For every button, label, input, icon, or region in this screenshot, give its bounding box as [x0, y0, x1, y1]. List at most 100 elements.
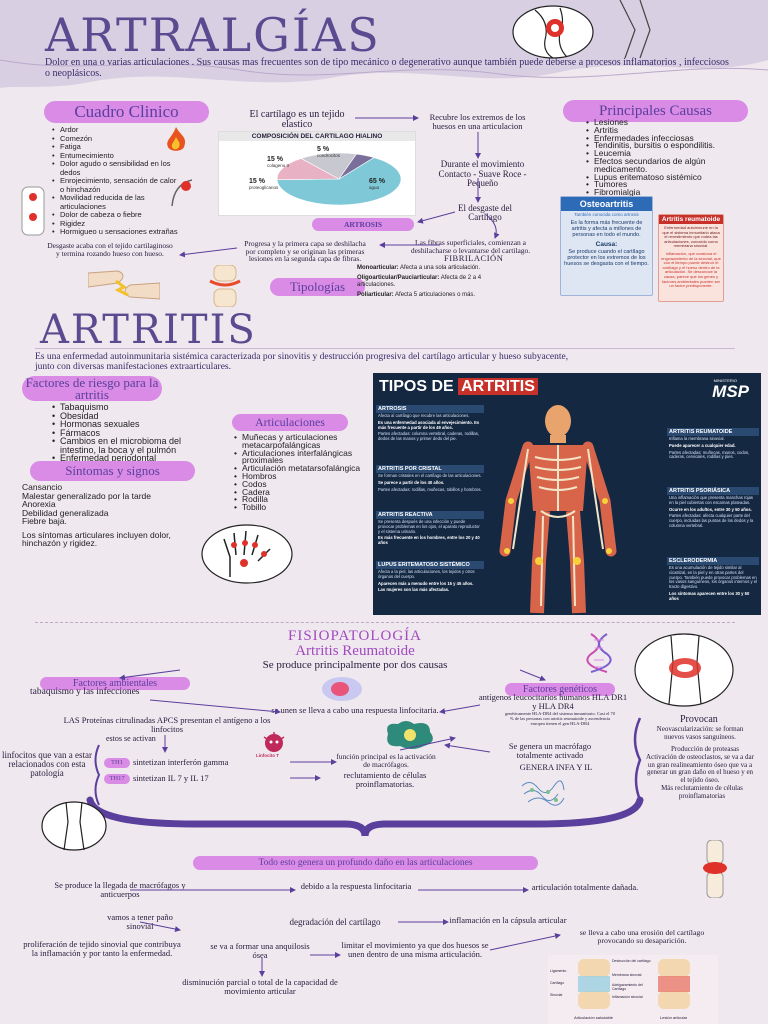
diag-label-7: Articulación saludable — [574, 1015, 613, 1020]
knee-inflamed-icon — [634, 633, 734, 707]
pie-label: 15 % — [249, 178, 266, 185]
pie-label: 65 % — [369, 178, 386, 185]
osteo-sub: También conocida como artrosis — [574, 212, 639, 217]
erosion-text: se lleva a cabo una erosión del cartílag… — [579, 928, 705, 945]
sintomas-list: Cansancio Malestar generalizado por la t… — [22, 483, 222, 548]
list-item: Dolor agudo o sensibilidad en los dedos — [52, 159, 182, 177]
amb-pill: Factores ambientales — [40, 677, 190, 690]
th1-pill: TH1 — [104, 758, 130, 768]
joint-oval-icon — [41, 801, 107, 851]
tipo-right-0: ARTRITIS REUMATOIDE Inflama la membrana … — [667, 428, 759, 461]
list-item: Artritis — [586, 126, 736, 135]
pie-slice-colageno-II — [276, 158, 341, 181]
artritis-desc: Es una enfermedad autoinmunitaria sistém… — [35, 352, 569, 372]
list-item: Hormonas sexuales — [52, 420, 202, 429]
pie-slice-agua — [276, 157, 402, 206]
list-item: Cadera — [234, 487, 374, 497]
funcion-text: función principal es la activación de ma… — [336, 752, 436, 769]
osteo-title: Osteoartritis — [561, 197, 652, 211]
anquilosis-text: se va a formar una anquilosis ósea — [210, 941, 310, 960]
list-item: Tendinitis, bursitis o espondilitis. — [586, 141, 736, 150]
tipo-left-3: LUPUS ERITEMATOSO SISTÉMICO Afecta a la … — [376, 561, 484, 594]
th17-pill: TH17 — [104, 774, 130, 784]
provocan-text: Provocan — [680, 714, 718, 725]
dano-text: vamos a tener paño sinovial — [107, 912, 173, 931]
hand-inflammation-icon — [201, 524, 293, 584]
list-item: Anorexia — [22, 499, 56, 509]
list-item: Hormigueo u sensaciones extrañas — [52, 227, 182, 237]
ar-text2: Inflamación, que ocasiona el engrosamien… — [661, 250, 721, 289]
msp-logo: MSP — [712, 382, 749, 401]
osteo-text: Es la forma más frecuente de artritis y … — [570, 220, 643, 238]
list-item: Enfermedad periodontal — [52, 454, 202, 463]
dashed-divider — [35, 622, 735, 623]
list-item: Entumecimiento — [52, 151, 182, 161]
linfocito-label: Linfocito T — [256, 753, 279, 758]
chart-box: COMPOSICIÓN DEL CARTILAGO HIALINO 65 %ag… — [218, 131, 416, 216]
list-item: Tabaquismo — [52, 403, 202, 412]
skeleton-figure — [499, 405, 617, 614]
pie-label: 15 % — [267, 156, 284, 163]
list-item: Fibromialgia — [586, 188, 736, 197]
tipo-right-1: ARTRITIS PSORIÁSICA Una inflamación que … — [667, 487, 759, 530]
list-item: Lupus eritematoso sistémico — [586, 172, 736, 182]
gen-small: genéticamente HLA-DR4 del sistema inmuni… — [505, 711, 615, 726]
worn-joint-icon — [88, 270, 160, 300]
articulaciones-list: Muñecas y articulaciones metacarpofaláng… — [234, 433, 374, 512]
diag-label-4: Adelgazamiento del Cartílago — [612, 983, 643, 991]
hand-pain-icon — [21, 186, 45, 236]
leg-icon — [619, 0, 651, 59]
sintomas-extra: Los síntomas articulares incluyen dolor,… — [22, 529, 171, 548]
dna-icon — [586, 633, 612, 673]
linfocitos-text: linfocitos que van a estar relacionados … — [2, 750, 92, 778]
list-item: Malestar generalizado por la tarde — [22, 490, 151, 501]
list-item: Ardor — [52, 125, 182, 135]
pie-label: 5 % — [317, 146, 330, 153]
knee-joint-icon — [209, 265, 241, 307]
list-item: Efectos secundarios de algún medicamento… — [586, 157, 736, 174]
th1-text: sintetizan interferón gamma — [133, 757, 229, 767]
diag-label-0: Ligamento — [550, 969, 567, 973]
mono-row: Monoarticular: Afecta a una sola articul… — [357, 265, 481, 271]
limitar-text: limitar el movimiento ya que dos huesos … — [341, 940, 489, 959]
fire-icon — [167, 127, 186, 151]
diag-label-6: Inflamación sinovial — [612, 995, 643, 999]
list-item: Muñecas y articulaciones metacarpofaláng… — [234, 433, 374, 450]
fisio-subtitle: Se produce principalmente por dos causas — [262, 659, 448, 671]
debido-text: debido a la respuesta linfocitaria — [300, 881, 412, 891]
intro-text: Dolor en una o varias articulaciones . S… — [45, 57, 729, 79]
tipo-right-2: ESCLERODERMIA Es una acumulación de teji… — [667, 557, 759, 601]
diag-label-8: Lesión articular — [660, 1015, 688, 1020]
degrad-text: degradación del cartílago — [289, 917, 381, 927]
ar-text1: Enfermedad autoinmune en la que el siste… — [662, 225, 720, 249]
list-item: Cambios en el microbioma del intestino, … — [52, 437, 202, 455]
reclut-text: reclutamiento de células proinflamatoria… — [343, 770, 427, 789]
osteo-causa: Se produce cuando el cartílago protector… — [564, 249, 649, 267]
list-item: Articulaciones interfalángicas proximale… — [234, 448, 374, 466]
cuadro-clinico-pill: Cuadro Clinico — [44, 101, 209, 123]
gen-pill: Factores genéticos — [505, 683, 615, 696]
fisio-title: FISIOPATOLOGÍA Artritis Reumatoide — [287, 628, 423, 660]
list-item: Codos — [234, 480, 374, 489]
desgaste-text: El desgaste del Cartilago — [458, 203, 512, 222]
list-item: Tumores — [586, 180, 736, 189]
ar-title: Artritis reumatoide — [659, 215, 723, 224]
msp-top: MINISTERIO — [713, 378, 737, 383]
list-item: Leucemia — [586, 149, 736, 158]
tipologias-defs: Monoarticular: Afecta a una sola articul… — [357, 265, 502, 299]
mas-recl-text: Más reclutamiento de células proinflamat… — [661, 784, 743, 800]
protein-icon — [521, 780, 565, 806]
genera-text: GENERA INFA Y IL — [519, 762, 593, 772]
list-item: Fármacos — [52, 428, 202, 438]
factores-pill: Factores de riesgo para la artritis — [22, 376, 162, 401]
inflam-text: inflamación en la cápsula articular — [449, 915, 567, 925]
durante-text: Durante el movimiento Contacto - Suave R… — [438, 159, 527, 188]
chart-title: COMPOSICIÓN DEL CARTILAGO HIALINO — [219, 132, 415, 141]
joint-red-icon — [703, 840, 727, 898]
list-item: Enrojecimiento, sensación de calor o hin… — [52, 176, 182, 194]
causas-list: Lesiones Artritis Enfermedades infeccios… — [586, 118, 736, 197]
pie-category-label: agua — [369, 185, 380, 190]
diag-label-1: Destrucción del cartílago — [612, 959, 651, 963]
macrofago-text: Se genera un macrófago totalmente activa… — [508, 741, 592, 760]
